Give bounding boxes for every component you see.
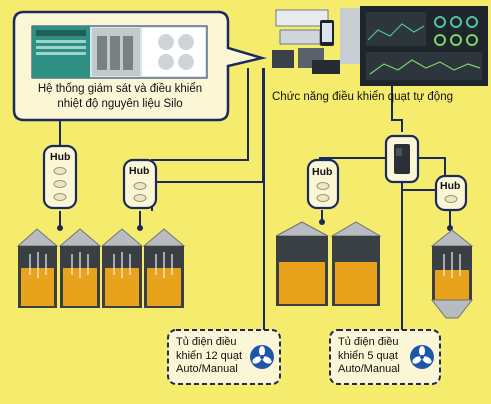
monitoring-caption-line1: Hệ thống giám sát và điều khiển — [37, 83, 203, 95]
silo — [16, 228, 59, 308]
hub-label: Hub — [312, 166, 333, 178]
cabinet-line1: Tủ điện điều — [176, 336, 237, 348]
silo — [100, 228, 144, 308]
cabinet-line2: khiển 5 quạt — [338, 349, 398, 362]
hub-label: Hub — [50, 151, 71, 163]
silo-group-right — [275, 221, 474, 319]
cabinet-line1: Tủ điện điều — [338, 336, 399, 348]
hub-box-4 — [434, 174, 468, 212]
conical-silo — [430, 229, 474, 319]
hub-box-3 — [306, 158, 340, 210]
hub-label: Hub — [129, 165, 150, 177]
cabinet-label-2: Tủ điện điều khiển 5 quạt Auto/Manual — [338, 336, 418, 377]
monitoring-caption-line2: nhiệt độ nguyên liệu Silo — [57, 98, 183, 110]
monitoring-panel — [12, 10, 267, 122]
hub-box-1 — [42, 144, 78, 210]
cabinet-line3: Auto/Manual — [176, 363, 238, 375]
controller-box — [384, 134, 420, 184]
cabinet-box-2 — [329, 329, 441, 385]
silo — [330, 221, 382, 306]
auto-fan-devices — [272, 6, 488, 86]
hub-box-2 — [122, 158, 158, 210]
silo — [142, 228, 186, 308]
silo — [275, 221, 329, 306]
connection-dots — [57, 219, 453, 231]
hub-label: Hub — [440, 180, 461, 192]
cabinet-box-1 — [167, 329, 281, 385]
silo — [58, 228, 102, 308]
cabinet-label-1: Tủ điện điều khiển 12 quạt Auto/Manual — [176, 336, 256, 377]
silo-group-left — [16, 228, 186, 308]
cabinet-line3: Auto/Manual — [338, 363, 400, 375]
monitoring-caption: Hệ thống giám sát và điều khiển nhiệt độ… — [20, 82, 220, 112]
cabinet-line2: khiển 12 quạt — [176, 349, 243, 362]
auto-fan-caption: Chức năng điều khiển quạt tự động — [272, 91, 453, 103]
